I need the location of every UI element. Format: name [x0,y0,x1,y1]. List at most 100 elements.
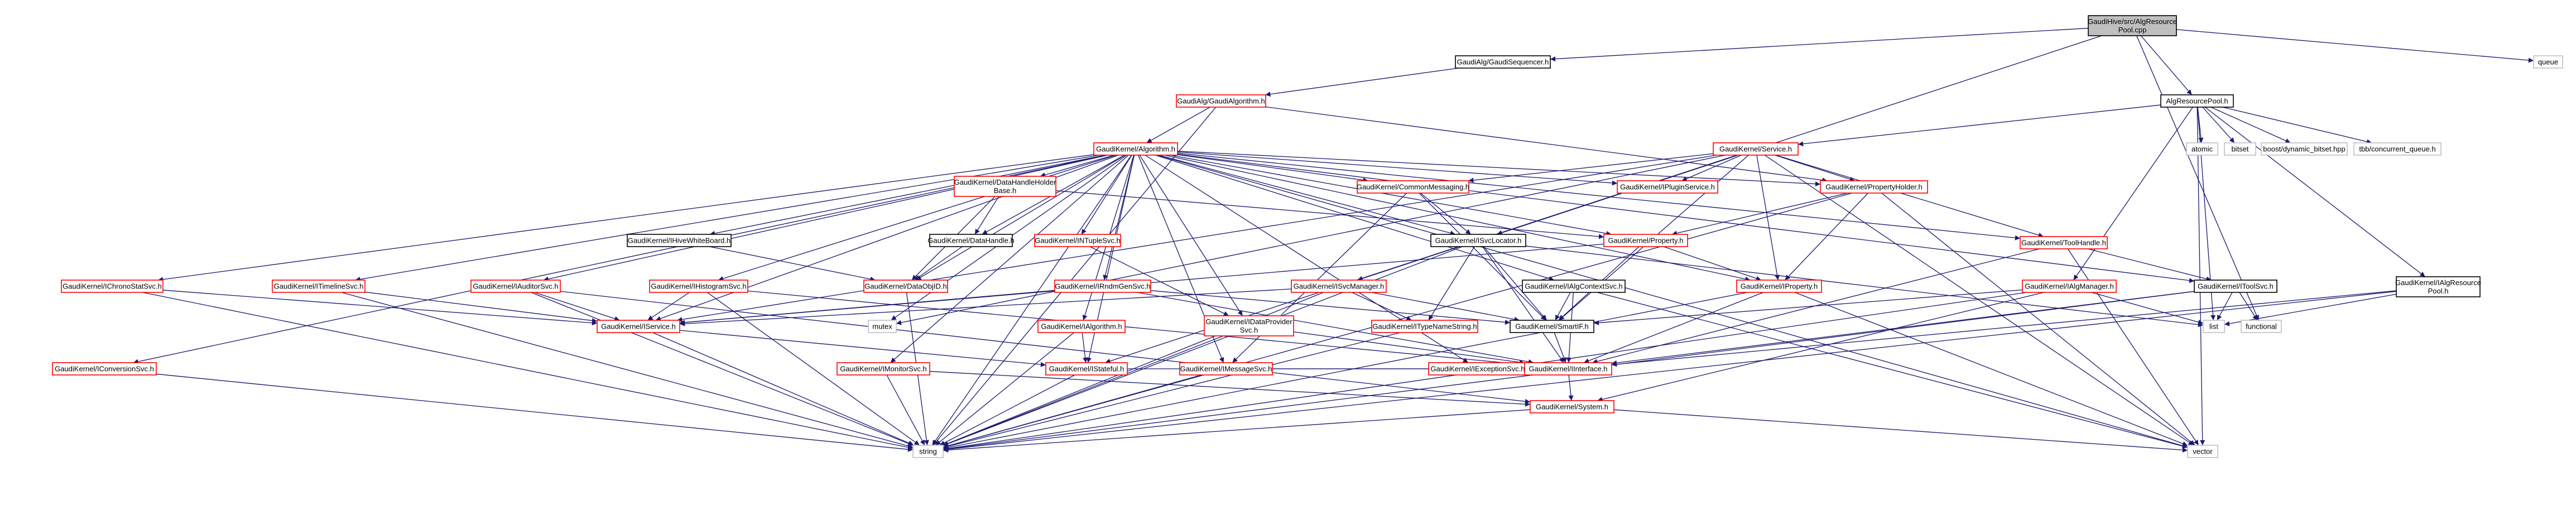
node-string[interactable]: string [912,445,944,458]
node-box [1093,142,1178,156]
node-ichronostat[interactable]: GaudiKernel/IChronoStatSvc.h [61,280,164,293]
node-box [1617,180,1718,194]
node-box [912,445,944,458]
edge-ialgmanager-to-system [1597,292,2044,402]
node-box [1455,55,1551,69]
edge-algrespool-to-ialgmanager [2073,107,2193,281]
node-label: Pool.h [2428,287,2449,295]
node-iauditorsvc[interactable]: GaudiKernel/IAuditorSvc.h [470,280,561,293]
node-label: list [2209,323,2218,331]
edge-ihistogramsvc-to-string [707,292,920,446]
node-property[interactable]: GaudiKernel/Property.h [1603,234,1688,247]
node-service[interactable]: GaudiKernel/Service.h [1713,142,1799,156]
edge-service-to-ipluginsvc [1681,155,1742,181]
node-istateful[interactable]: GaudiKernel/IStateful.h [1045,362,1128,376]
node-box [2224,142,2256,156]
node-label: GaudiKernel/ITimelineSvc.h [274,282,364,291]
node-label: GaudiKernel/IConversionSvc.h [55,365,154,373]
node-iproperty[interactable]: GaudiKernel/IProperty.h [1736,280,1822,293]
node-mutex[interactable]: mutex [868,320,897,333]
node-iservice[interactable]: GaudiKernel/IService.h [597,320,680,333]
node-label: queue [2538,58,2558,66]
edge-isvclocator-to-smartif [1483,246,1547,321]
node-toolhandle[interactable]: GaudiKernel/ToolHandle.h [2020,236,2108,249]
node-gaudiseq[interactable]: GaudiAlg/GaudiSequencer.h [1455,55,1551,69]
edge-isvclocator-to-itypenamestring [1428,246,1475,321]
node-label: Base.h [994,186,1016,195]
edge-algrespool-to-boostbitset [2210,107,2291,143]
node-functional[interactable]: functional [2241,320,2282,333]
edge-itoolsvc-to-functional [2239,292,2258,321]
edge-datahandleholder-to-datahandle [974,196,999,235]
node-layer: GaudiHive/src/AlgResourcePool.cppGaudiAl… [52,15,2563,458]
node-box [1430,234,1526,247]
node-iinterface[interactable]: GaudiKernel/IInterface.h [1524,362,1612,376]
node-box [2186,142,2218,156]
node-itypenamestring[interactable]: GaudiKernel/ITypeNameString.h [1371,320,1478,333]
node-ihivewhiteboard[interactable]: GaudiKernel/IHiveWhiteBoard.h [627,234,732,247]
node-root[interactable]: GaudiHive/src/AlgResourcePool.cpp [2088,15,2177,36]
node-itoolsvc[interactable]: GaudiKernel/IToolSvc.h [2194,280,2277,293]
edge-imonitorsvc-to-string [886,374,925,446]
node-list[interactable]: list [2203,320,2225,333]
node-iexceptionsvc[interactable]: GaudiKernel/IExceptionSvc.h [1428,362,1527,376]
edge-service-to-iservice [677,155,1717,323]
node-box [52,362,157,376]
node-atomic[interactable]: atomic [2186,142,2218,156]
edge-system-to-vector [1613,409,2188,453]
node-itimelinesvc[interactable]: GaudiKernel/ITimelineSvc.h [272,280,366,293]
node-label: vector [2193,447,2213,456]
node-vector[interactable]: vector [2187,445,2218,458]
edge-algrespool-to-atomic [2197,107,2204,143]
node-dataobjid[interactable]: GaudiKernel/DataObjID.h [863,280,948,293]
edge-itimelinesvc-to-string [341,292,914,449]
edge-irndmgensvc-to-iservice [679,290,1055,325]
node-intuplesvc[interactable]: GaudiKernel/INTupleSvc.h [1034,234,1121,247]
node-queue[interactable]: queue [2533,55,2563,69]
node-box [1522,280,1626,293]
edge-system-to-string [943,409,1531,453]
node-bitset[interactable]: bitset [2224,142,2256,156]
node-boostbitset[interactable]: boost/dynamic_bitset.hpp [2261,142,2348,156]
node-iconversionsvc[interactable]: GaudiKernel/IConversionSvc.h [52,362,157,376]
edge-service-to-mutex [896,155,1726,325]
edge-isvcmanager-to-itypenamestring [1352,292,1412,321]
node-ialgcontextsvc[interactable]: GaudiKernel/IAlgContextSvc.h [1522,280,1626,293]
node-isvclocator[interactable]: GaudiKernel/ISvcLocator.h [1430,234,1526,247]
node-label: GaudiKernel/System.h [1536,403,1608,411]
node-label: GaudiKernel/IService.h [601,323,676,331]
node-algrespool[interactable]: AlgResourcePool.h [2160,94,2234,108]
node-ialgorithm[interactable]: GaudiKernel/IAlgorithm.h [1037,320,1126,333]
node-imonitorsvc[interactable]: GaudiKernel/IMonitorSvc.h [837,362,930,376]
node-algorithm[interactable]: GaudiKernel/Algorithm.h [1093,142,1178,156]
node-ialgmanager[interactable]: GaudiKernel/IAlgManager.h [2022,280,2117,293]
node-isvcmanager[interactable]: GaudiKernel/ISvcManager.h [1291,280,1387,293]
edge-ialgrespool-to-string [943,291,2397,452]
node-datahandle[interactable]: GaudiKernel/DataHandle.h [927,234,1015,247]
edge-ialgmanager-to-smartif [1593,289,2023,326]
node-label: GaudiKernel/DataHandleHolder [954,178,1057,186]
edge-algorithm-to-propertyholder [1177,151,1821,187]
node-ipluginsvc[interactable]: GaudiKernel/IPluginService.h [1617,180,1718,194]
node-label: tbb/concurrent_queue.h [2359,145,2435,153]
node-system[interactable]: GaudiKernel/System.h [1530,400,1614,413]
node-gaudialgorithm[interactable]: GaudiAlg/GaudiAlgorithm.h [1176,94,1266,108]
node-commonmessaging[interactable]: GaudiKernel/CommonMessaging.h [1357,180,1469,194]
node-irndmgensvc[interactable]: GaudiKernel/IRndmGenSvc.h [1054,280,1151,293]
edge-datahandleholder-to-property [1055,190,1604,239]
node-ihistogramsvc[interactable]: GaudiKernel/IHistogramSvc.h [649,280,748,293]
node-box [929,234,1013,247]
node-tbbqueue[interactable]: tbb/concurrent_queue.h [2353,142,2442,156]
node-box [627,234,732,247]
edge-isvclocator-to-isvcmanager [1357,246,1460,281]
node-smartif[interactable]: GaudiKernel/SmartIF.h [1510,320,1594,333]
node-imessagesvc[interactable]: GaudiKernel/IMessageSvc.h [1179,362,1273,376]
node-label: GaudiKernel/ToolHandle.h [2021,239,2106,247]
node-propertyholder[interactable]: GaudiKernel/PropertyHolder.h [1820,180,1928,194]
node-label: Pool.cpp [2118,26,2147,34]
edge-itoolsvc-to-list [2217,292,2233,321]
